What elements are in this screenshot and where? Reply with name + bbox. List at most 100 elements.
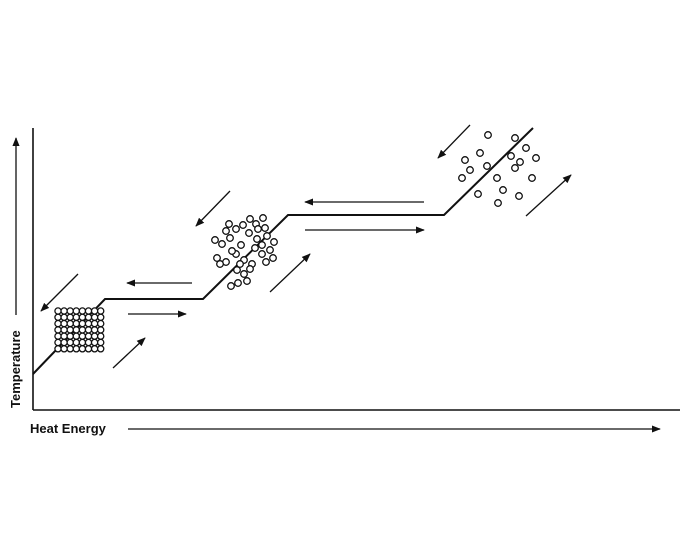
gas-particle xyxy=(474,190,482,198)
solid-particle xyxy=(96,313,105,322)
liquid-particle xyxy=(216,260,224,268)
liquid-particle xyxy=(232,225,240,233)
solid-particle xyxy=(66,332,74,340)
solid-particle xyxy=(66,345,74,353)
liquid-particle xyxy=(251,244,259,252)
liquid-particle xyxy=(266,246,274,254)
cooling-arrow-solid xyxy=(40,273,79,312)
liquid-particle xyxy=(227,282,235,290)
gas-particle xyxy=(511,134,519,142)
gas-particle xyxy=(515,192,523,200)
liquid-particle xyxy=(225,220,233,228)
gas-particle xyxy=(511,164,519,172)
solid-particle xyxy=(90,307,99,315)
liquid-particle xyxy=(240,270,248,278)
solid-particle xyxy=(78,345,87,353)
packed-particles-icon xyxy=(54,307,105,353)
y-axis-label: Temperature xyxy=(8,330,23,408)
solid-particle xyxy=(78,326,87,334)
gas-particle xyxy=(507,152,515,160)
solid-particle xyxy=(90,338,99,347)
solid-particle xyxy=(90,326,99,334)
solid-particle xyxy=(84,313,93,322)
solid-particle xyxy=(60,319,68,328)
solid-particle xyxy=(84,319,93,328)
gas-particle xyxy=(493,174,501,182)
solid-particle xyxy=(66,319,74,328)
liquid-particle xyxy=(253,235,261,243)
solid-particle xyxy=(90,345,99,353)
solid-particle xyxy=(66,338,74,347)
gas-particle xyxy=(458,174,466,182)
gas-particle xyxy=(476,149,484,157)
solid-particle xyxy=(54,307,62,315)
liquid-particle xyxy=(226,234,234,242)
liquid-particle xyxy=(233,266,241,274)
liquid-particle xyxy=(234,279,242,287)
gas-particle xyxy=(516,158,524,166)
solid-particle xyxy=(66,313,74,322)
solid-particle xyxy=(60,326,68,334)
solid-particle xyxy=(72,345,81,353)
solid-particle xyxy=(96,332,105,340)
liquid-particle xyxy=(222,227,230,235)
solid-particle xyxy=(78,332,87,340)
liquid-particle xyxy=(211,236,219,244)
solid-particle xyxy=(60,338,68,347)
solid-particle xyxy=(90,313,99,322)
solid-particle xyxy=(72,313,81,322)
gas-particle xyxy=(466,166,474,174)
liquid-particle xyxy=(239,221,247,229)
solid-particle xyxy=(60,332,68,340)
liquid-particle xyxy=(259,214,267,222)
solid-particle xyxy=(54,313,62,322)
solid-particle xyxy=(96,326,105,334)
solid-particle xyxy=(72,307,81,315)
solid-particle xyxy=(60,313,68,322)
clustered-particles-icon xyxy=(211,214,278,290)
liquid-particle xyxy=(269,254,277,262)
gas-particle xyxy=(483,162,491,170)
heating-arrow-solid xyxy=(112,337,146,369)
solid-particle xyxy=(84,345,93,353)
solid-particle xyxy=(84,332,93,340)
solid-particle xyxy=(90,319,99,328)
gas-particle xyxy=(528,174,536,182)
solid-particle xyxy=(96,345,105,353)
solid-particle xyxy=(78,307,87,315)
heating-curve-line xyxy=(32,127,534,375)
solid-particle xyxy=(90,332,99,340)
solid-particle xyxy=(72,326,81,334)
liquid-particle xyxy=(261,224,269,232)
gas-particle xyxy=(484,131,492,139)
liquid-particle xyxy=(213,254,221,262)
liquid-particle xyxy=(258,241,266,249)
solid-particle xyxy=(54,338,62,347)
solid-particle xyxy=(84,326,93,334)
gas-particle xyxy=(532,154,540,162)
solid-particle xyxy=(78,338,87,347)
liquid-particle xyxy=(237,241,245,249)
solid-particle xyxy=(66,307,74,315)
solid-particle xyxy=(96,319,105,328)
liquid-particle xyxy=(270,238,278,246)
liquid-particle xyxy=(246,215,254,223)
scattered-particles-icon xyxy=(458,131,540,207)
cooling-arrow-gas xyxy=(437,124,471,159)
cooling-arrow-liquid xyxy=(195,190,231,227)
gas-particle xyxy=(461,156,469,164)
liquid-particle xyxy=(218,240,226,248)
liquid-particle xyxy=(254,225,262,233)
gas-particle xyxy=(499,186,507,194)
solid-particle xyxy=(84,307,93,315)
solid-particle xyxy=(78,313,87,322)
solid-particle xyxy=(54,345,62,353)
solid-particle xyxy=(60,345,68,353)
liquid-particle xyxy=(262,258,270,266)
heating-arrow-liquid xyxy=(269,253,311,293)
solid-particle xyxy=(54,319,62,328)
liquid-particle xyxy=(243,277,251,285)
gas-particle xyxy=(522,144,530,152)
gas-particle xyxy=(494,199,502,207)
